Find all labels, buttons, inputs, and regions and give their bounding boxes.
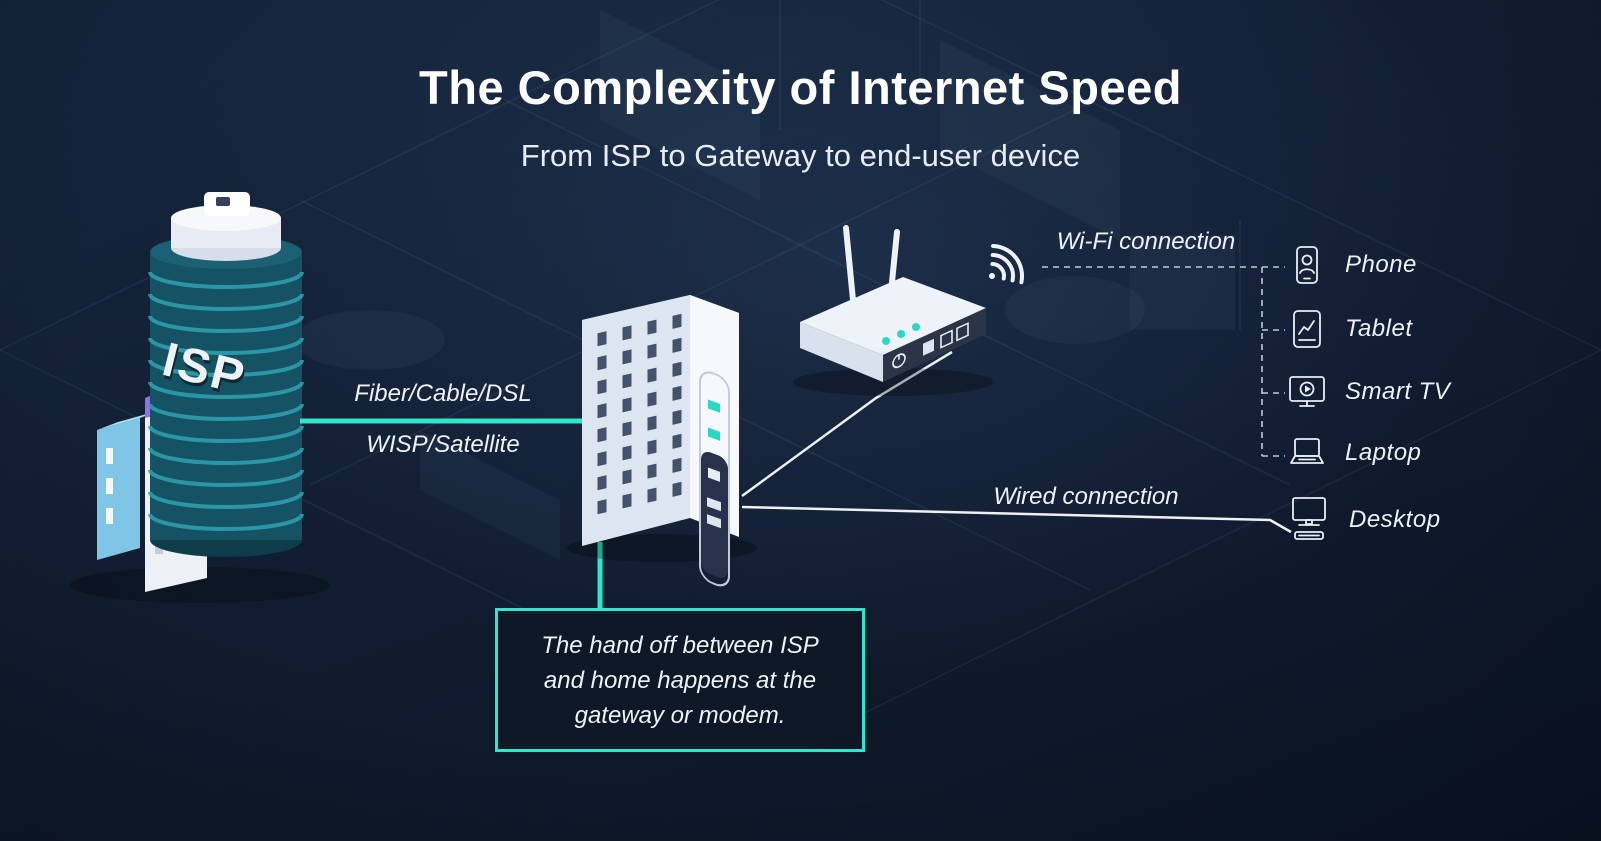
wifi-dashed-line	[1042, 266, 1285, 457]
wifi-connection-label: Wi-Fi connection	[1056, 228, 1236, 255]
callout-line-3: gateway or modem.	[574, 701, 786, 729]
laptop-icon	[1290, 438, 1324, 464]
device-label-desktop: Desktop	[1349, 506, 1441, 533]
device-label-laptop: Laptop	[1345, 439, 1422, 466]
router-illustration	[793, 225, 993, 396]
wisp-satellite-label: WISP/Satellite	[366, 431, 520, 458]
modem-illustration	[567, 295, 757, 587]
desktop-icon	[1292, 497, 1326, 540]
router-antennas	[843, 225, 900, 305]
callout-line-2: and home happens at the	[543, 666, 817, 694]
isp-building-illustration: ISP ISP	[70, 192, 330, 603]
device-label-smart-tv: Smart TV	[1345, 378, 1451, 405]
callout-line-1: The hand off between ISP	[541, 631, 819, 659]
device-row-desktop: Desktop	[1285, 494, 1441, 546]
isp-label: ISP	[157, 333, 251, 405]
page-subtitle: From ISP to Gateway to end-user device	[520, 138, 1081, 173]
fiber-cable-dsl-label: Fiber/Cable/DSL	[354, 380, 532, 407]
device-row-smart-tv: Smart TV	[1285, 370, 1450, 414]
modem-to-router-cable	[741, 350, 953, 498]
tablet-icon	[1293, 310, 1321, 348]
smart-tv-icon	[1289, 376, 1325, 407]
callout-box: The hand off between ISP and home happen…	[495, 608, 865, 752]
wired-connection-label: Wired connection	[993, 483, 1179, 510]
device-row-laptop: Laptop	[1285, 431, 1421, 475]
isp-text: ISP	[159, 337, 253, 409]
page-title: The Complexity of Internet Speed	[419, 61, 1182, 114]
device-row-tablet: Tablet	[1285, 307, 1413, 351]
phone-icon	[1296, 246, 1318, 284]
device-row-phone: Phone	[1285, 243, 1417, 287]
device-label-tablet: Tablet	[1345, 315, 1413, 342]
wifi-signal-icon	[989, 243, 1024, 285]
device-label-phone: Phone	[1345, 251, 1417, 278]
